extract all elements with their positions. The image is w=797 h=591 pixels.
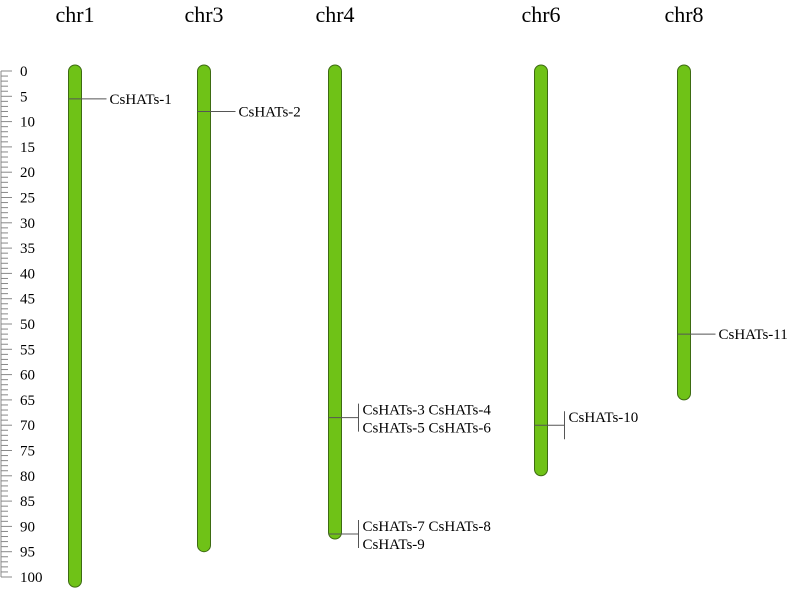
tick-label: 55: [20, 342, 35, 358]
chromosome-bar: [328, 64, 342, 540]
gene-label: CsHATs-11: [719, 327, 788, 343]
tick-label: 25: [20, 191, 35, 207]
gene-label: CsHATs-5 CsHATs-6: [363, 421, 492, 437]
tick-label: 90: [20, 519, 35, 535]
chromosome-bar: [534, 64, 548, 477]
tick-label: 65: [20, 393, 35, 409]
gene-label: CsHATs-3 CsHATs-4: [363, 403, 492, 419]
tick-label: 35: [20, 241, 35, 257]
chromosome-bar: [677, 64, 691, 401]
gene-marker: CsHATs-11: [677, 327, 788, 343]
chromosome-title: chr6: [521, 2, 560, 27]
gene-label: CsHATs-7 CsHATs-8: [363, 519, 491, 535]
gene-marker: CsHATs-2: [197, 104, 301, 120]
tick-label: 5: [20, 89, 28, 105]
chromosome-bar: [197, 64, 211, 553]
chromosome-title: chr3: [184, 2, 223, 27]
gene-marker: CsHATs-10: [534, 410, 639, 440]
tick-label: 85: [20, 494, 35, 510]
tick-label: 70: [20, 418, 35, 434]
tick-label: 20: [20, 165, 35, 181]
chromosome-title: chr8: [664, 2, 703, 27]
tick-label: 95: [20, 545, 35, 561]
tick-label: 75: [20, 444, 35, 460]
chromosome-title: chr1: [55, 2, 94, 27]
tick-label: 100: [20, 570, 43, 586]
tick-label: 40: [20, 266, 35, 282]
tick-label: 80: [20, 469, 35, 485]
tick-label: 60: [20, 368, 35, 384]
gene-label: CsHATs-9: [363, 537, 425, 553]
gene-label: CsHATs-1: [110, 92, 172, 108]
tick-label: 15: [20, 140, 35, 156]
tick-label: 30: [20, 216, 35, 232]
gene-label: CsHATs-10: [569, 410, 639, 426]
tick-label: 45: [20, 292, 35, 308]
chromosome-bar: [68, 64, 82, 588]
tick-label: 10: [20, 115, 35, 131]
gene-label: CsHATs-2: [239, 104, 301, 120]
tick-label: 50: [20, 317, 35, 333]
tick-label: 0: [20, 64, 28, 80]
gene-marker: CsHATs-1: [68, 92, 172, 108]
chromosome-title: chr4: [315, 2, 354, 27]
scale-axis: 0 5 10 15 20 25 30 35 40 45 50 55 60 65 70 75 80 85 90 95 10…: [0, 64, 43, 586]
